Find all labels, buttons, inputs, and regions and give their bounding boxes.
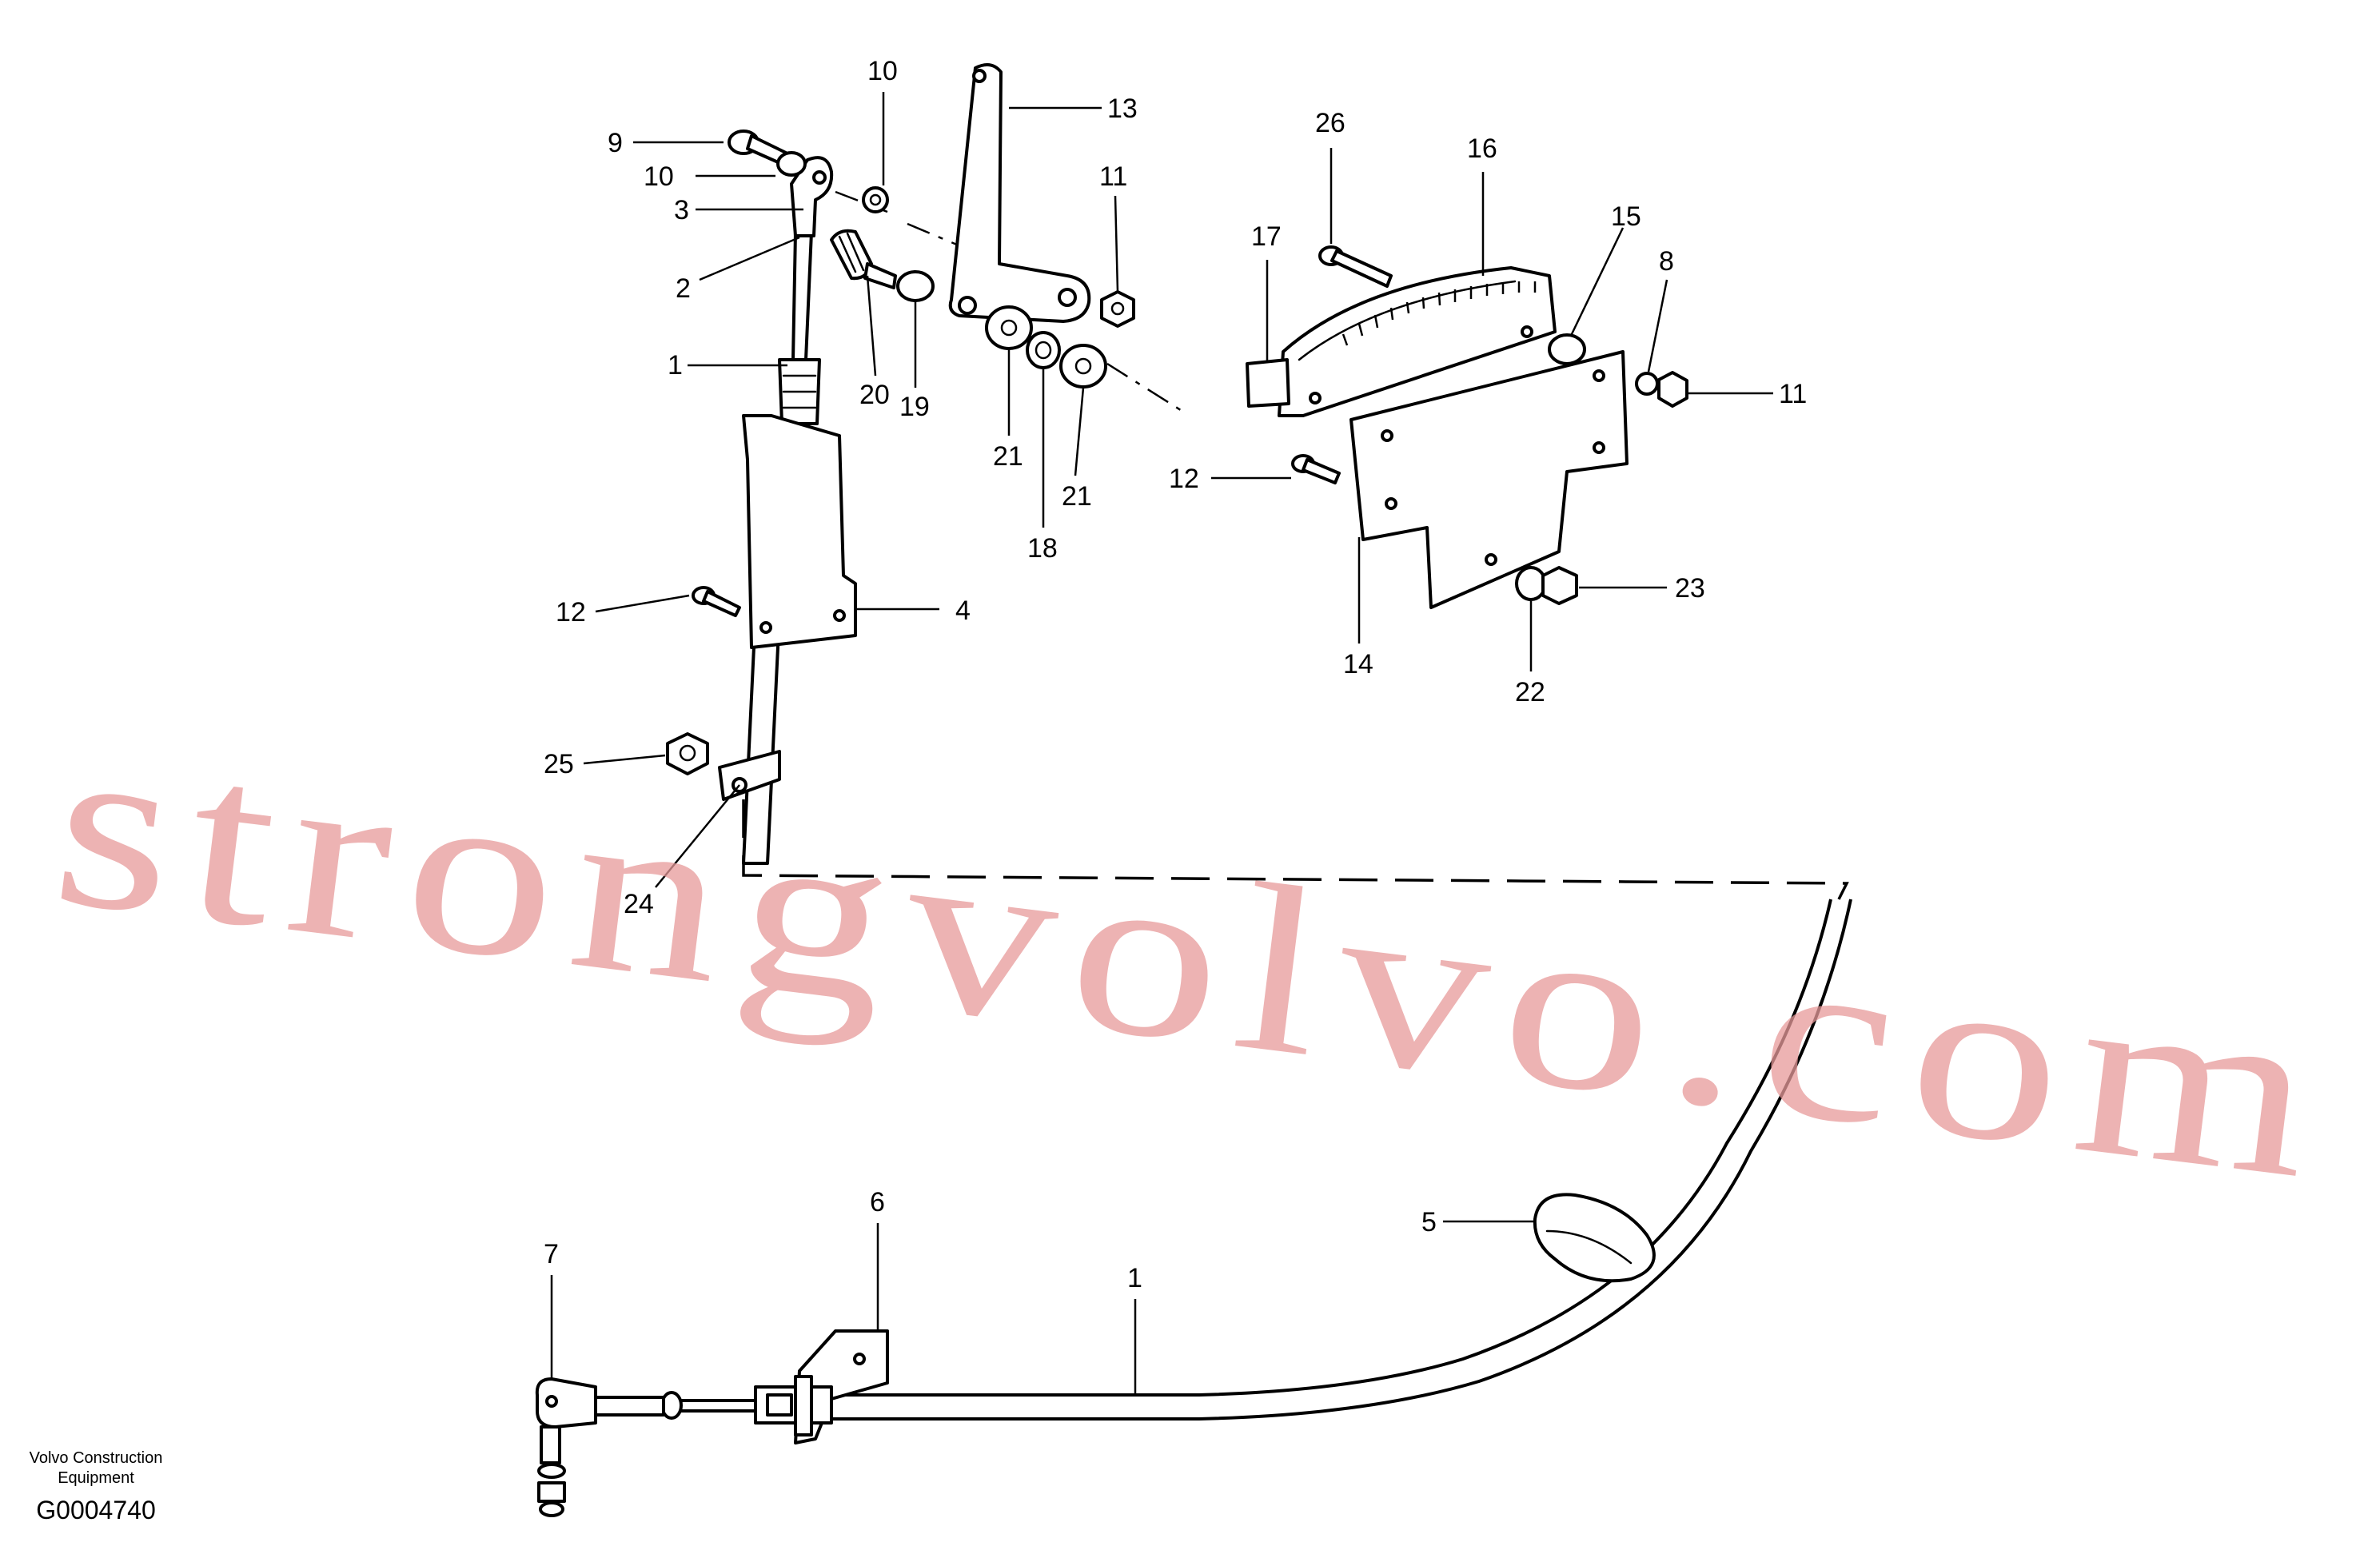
callout-26: 26 bbox=[1315, 108, 1345, 138]
washer-21a bbox=[985, 305, 1033, 350]
nut-11b bbox=[1657, 371, 1688, 408]
tab-17 bbox=[1246, 358, 1290, 408]
callout-15: 15 bbox=[1611, 201, 1641, 232]
watermark: strongvolvo.com bbox=[42, 688, 2344, 1231]
callout-14: 14 bbox=[1343, 649, 1373, 679]
washer-8 bbox=[1635, 372, 1659, 396]
screw-26 bbox=[1318, 245, 1393, 288]
screw-12a bbox=[692, 586, 741, 617]
nut-25 bbox=[666, 732, 709, 775]
rod-end-7 bbox=[535, 1377, 597, 1429]
callout-5: 5 bbox=[1421, 1207, 1437, 1237]
leader-lines bbox=[550, 92, 1773, 1395]
callout-13: 13 bbox=[1107, 94, 1138, 124]
callout-19: 19 bbox=[899, 392, 930, 422]
bracket-4 bbox=[742, 414, 857, 649]
callout-10a: 10 bbox=[644, 161, 674, 192]
grommet-5 bbox=[1533, 1193, 1656, 1283]
callout-24: 24 bbox=[624, 889, 654, 919]
callout-11a: 11 bbox=[1099, 161, 1127, 192]
callout-4: 4 bbox=[955, 596, 971, 626]
scale-ticks bbox=[1341, 281, 1537, 346]
credit-line1: Volvo Construction bbox=[30, 1449, 163, 1467]
callout-25: 25 bbox=[544, 749, 574, 779]
washer-10a bbox=[776, 151, 807, 177]
callout-1b: 1 bbox=[1127, 1263, 1142, 1293]
credit-line2: Equipment bbox=[58, 1469, 134, 1487]
washer-22 bbox=[1515, 566, 1547, 601]
lever-linkage bbox=[830, 63, 1184, 413]
cable-assembly-upper bbox=[666, 130, 1849, 900]
callout-17: 17 bbox=[1251, 221, 1282, 252]
callout-16: 16 bbox=[1467, 133, 1497, 164]
axis-line-upper bbox=[835, 190, 888, 213]
inner-cable bbox=[670, 1399, 757, 1413]
screw-12b bbox=[1291, 454, 1341, 484]
callout-21a: 21 bbox=[993, 441, 1023, 472]
callout-12a: 12 bbox=[556, 597, 586, 628]
lever-13 bbox=[948, 63, 1091, 323]
callout-7: 7 bbox=[544, 1239, 559, 1269]
spacer-15 bbox=[1548, 333, 1586, 365]
callout-6: 6 bbox=[870, 1187, 885, 1217]
callout-3: 3 bbox=[674, 195, 689, 225]
cable-assembly-lower bbox=[535, 899, 1852, 1517]
credit-block: Volvo Construction Equipment G0004740 bbox=[30, 1449, 163, 1524]
stud-19 bbox=[863, 262, 897, 289]
callout-10b: 10 bbox=[867, 56, 898, 86]
callout-22: 22 bbox=[1515, 677, 1545, 707]
watermark-text: strongvolvo.com bbox=[42, 688, 2344, 1231]
callout-21b: 21 bbox=[1062, 481, 1092, 512]
document-code: G0004740 bbox=[36, 1496, 155, 1524]
cable-rod bbox=[791, 230, 813, 361]
washer-18 bbox=[1026, 331, 1061, 369]
callout-11b: 11 bbox=[1779, 379, 1807, 409]
scale-16 bbox=[1278, 266, 1557, 417]
callout-20: 20 bbox=[859, 380, 890, 410]
quadrant-assembly bbox=[1246, 245, 1688, 609]
callout-2: 2 bbox=[676, 273, 691, 304]
cable-sheath-outer-b bbox=[823, 899, 1852, 1421]
washer-10b bbox=[862, 186, 889, 213]
nut-11a bbox=[1100, 290, 1135, 328]
nut-23 bbox=[1541, 566, 1578, 605]
plate-14 bbox=[1349, 350, 1629, 609]
callout-9: 9 bbox=[608, 128, 623, 158]
callout-1a: 1 bbox=[668, 350, 683, 381]
callout-labels: 9 10 10 3 2 1 20 19 13 11 21 18 21 12 4 … bbox=[544, 56, 1807, 1293]
callout-18: 18 bbox=[1027, 533, 1058, 564]
callout-12b: 12 bbox=[1169, 464, 1199, 494]
washer-21b bbox=[1059, 344, 1107, 389]
callout-23: 23 bbox=[1675, 573, 1705, 604]
callout-8: 8 bbox=[1659, 246, 1674, 277]
